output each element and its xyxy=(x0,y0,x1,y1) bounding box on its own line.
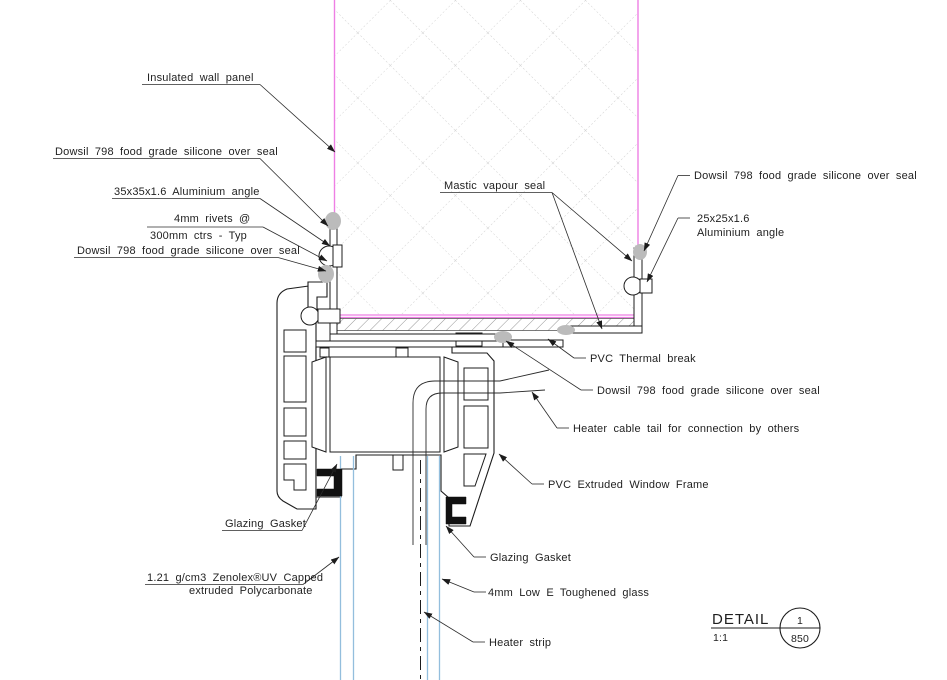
leader-gasket-right xyxy=(445,525,475,558)
glazing-gasket-left xyxy=(316,468,343,497)
leader-dowsil-left-lower xyxy=(277,257,327,272)
label-angle-25-line1: 25x25x1.6 xyxy=(697,213,750,225)
rivet-body xyxy=(332,244,343,268)
frame-chamber xyxy=(283,407,307,437)
rivet-body xyxy=(639,278,653,294)
leader-lines xyxy=(259,84,679,643)
frame-chamber xyxy=(283,440,307,460)
label-pvc-thermal-break: PVC Thermal break xyxy=(590,353,696,365)
frame-central-chamber xyxy=(329,356,441,453)
label-dowsil-mid: Dowsil 798 food grade silicone over seal xyxy=(597,385,820,397)
leader-mastic-a xyxy=(551,192,603,330)
label-dowsil-top-left: Dowsil 798 food grade silicone over seal xyxy=(55,146,278,158)
frame-chamber xyxy=(283,355,307,403)
rivet-head xyxy=(623,276,643,296)
leader-glass xyxy=(441,578,475,593)
label-pvc-window-frame: PVC Extruded Window Frame xyxy=(548,479,709,491)
rivet-head xyxy=(300,306,320,326)
heater-cable-outer xyxy=(412,369,550,545)
silicone-seal-blob xyxy=(318,265,334,283)
label-heater-cable-tail: Heater cable tail for connection by othe… xyxy=(573,423,800,435)
detail-title: DETAIL xyxy=(712,611,769,628)
left-angle-vertical-leg xyxy=(329,226,338,342)
frame-chamber xyxy=(283,463,307,491)
label-zenolex-line1: 1.21 g/cm3 Zenolex®UV Capped xyxy=(147,572,323,584)
left-angle-horizontal-leg xyxy=(329,333,504,342)
label-toughened-glass: 4mm Low E Toughened glass xyxy=(488,587,649,599)
leader-heater-tail xyxy=(531,391,558,429)
frame-web xyxy=(319,347,330,358)
leader-dowsil-mid xyxy=(505,340,582,391)
frame-chamber xyxy=(463,453,487,487)
label-glazing-gasket-right: Glazing Gasket xyxy=(490,552,571,564)
rivet-left-upper xyxy=(318,244,343,268)
label-zenolex-line2: extruded Polycarbonate xyxy=(189,585,313,597)
glazing-gasket-right xyxy=(445,496,467,525)
leader-pvc-frame xyxy=(498,453,533,485)
rivet-left-lower xyxy=(300,306,341,326)
label-glazing-gasket-left: Glazing Gasket xyxy=(225,518,306,530)
label-dowsil-top-right: Dowsil 798 food grade silicone over seal xyxy=(694,170,917,182)
leader-dowsil-top-right xyxy=(643,175,679,252)
pvc-window-frame-profile xyxy=(276,281,564,527)
label-underlines xyxy=(53,84,690,643)
frame-bottom-rib xyxy=(392,454,404,471)
label-angle-35: 35x35x1.6 Aluminium angle xyxy=(114,186,260,198)
leader-rivets xyxy=(262,226,328,262)
frame-chamber xyxy=(463,405,489,449)
frame-flank-right xyxy=(443,356,459,453)
silicone-seal-blob xyxy=(557,325,575,335)
label-dowsil-left-lower: Dowsil 798 food grade silicone over seal xyxy=(77,245,300,257)
frame-top-right-flange xyxy=(502,339,564,348)
rivet-right xyxy=(623,276,653,296)
leader-zenolex xyxy=(302,556,340,585)
insulated-wall-panel xyxy=(333,0,639,319)
frame-chamber xyxy=(283,329,307,353)
right-angle-horizontal-leg xyxy=(565,325,643,334)
leader-angle-25 xyxy=(646,217,679,283)
frame-web xyxy=(395,347,409,358)
detail-scale: 1:1 xyxy=(713,632,728,644)
label-mastic-vapour-seal: Mastic vapour seal xyxy=(444,180,545,192)
frame-flank-left xyxy=(311,356,327,453)
detail-number: 1 xyxy=(797,615,803,627)
leader-gasket-left xyxy=(301,463,338,531)
silicone-seal-blob xyxy=(633,244,647,260)
leader-angle-35 xyxy=(259,198,331,247)
annotations: Insulated wall panel Dowsil 798 food gra… xyxy=(55,72,917,649)
glazing-assembly xyxy=(339,369,550,680)
label-angle-25-line2: Aluminium angle xyxy=(697,227,784,239)
rivet-body xyxy=(317,308,341,324)
heater-cable-inner xyxy=(425,389,546,545)
label-heater-strip: Heater strip xyxy=(489,637,551,649)
frame-chamber xyxy=(463,367,489,401)
leader-insulated-panel xyxy=(259,84,336,153)
silicone-seal-blob xyxy=(325,212,341,230)
silicone-seal-blob xyxy=(494,331,512,343)
detail-sheet: 850 xyxy=(791,633,809,645)
leader-thermal-break xyxy=(547,338,575,359)
leader-dowsil-top-left xyxy=(259,158,329,227)
detail-title-block: DETAIL 1:1 1 850 xyxy=(711,607,821,649)
leader-heater-strip xyxy=(423,611,474,643)
panel-hatch xyxy=(334,0,638,315)
label-insulated-wall-panel: Insulated wall panel xyxy=(147,72,254,84)
leader-mastic-b xyxy=(551,192,633,262)
silicone-seals xyxy=(318,212,647,343)
label-rivets-line2: 300mm ctrs - Typ xyxy=(150,230,247,242)
label-rivets-line1: 4mm rivets @ xyxy=(174,213,250,225)
